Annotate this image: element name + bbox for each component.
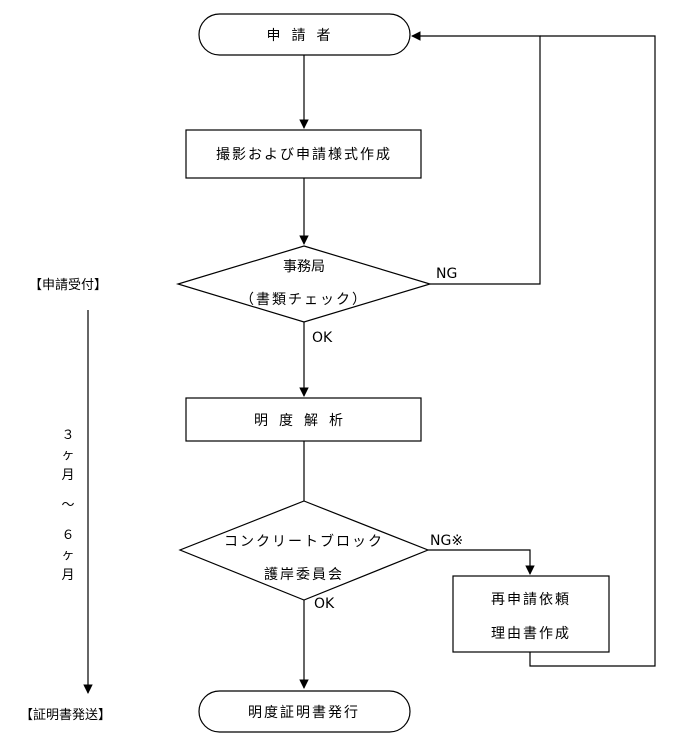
node-reapply-label-2: 理由書作成 <box>491 626 571 642</box>
timeline-end-label: 【証明書発送】 <box>20 708 111 723</box>
label-office-ok: OK <box>312 330 333 346</box>
edge-reapply-loop <box>529 35 656 667</box>
timeline-duration-char: ヶ <box>61 548 74 563</box>
node-photo <box>185 129 422 179</box>
timeline-duration-char: 月 <box>61 568 74 583</box>
node-applicant-label: 申請者 <box>267 28 342 44</box>
node-committee-label-1: コンクリートブロック <box>224 533 384 550</box>
timeline-duration-char: ６ <box>61 528 74 543</box>
label-committee-ng: NG※ <box>430 533 463 549</box>
timeline-start-label: 【申請受付】 <box>29 278 107 293</box>
label-committee-ok: OK <box>314 596 335 612</box>
edge-committee-ng <box>428 549 535 575</box>
node-certificate-label: 明度証明書発行 <box>248 705 360 721</box>
node-reapply <box>452 575 610 653</box>
timeline-duration-char: ３ <box>61 428 74 443</box>
node-analysis-label: 明度解析 <box>254 413 354 429</box>
timeline-duration-char: 月 <box>61 468 74 483</box>
node-photo-label: 撮影および申請様式作成 <box>216 146 392 163</box>
node-committee <box>178 500 430 601</box>
label-office-ng: NG <box>436 266 457 282</box>
node-analysis <box>185 397 422 442</box>
node-committee-label-2: 護岸委員会 <box>264 567 344 583</box>
node-office-label-2: （書類チェック） <box>240 292 368 308</box>
timeline-duration-char: ヶ <box>61 448 74 463</box>
node-reapply-label-1: 再申請依頼 <box>491 592 571 608</box>
node-applicant <box>198 13 411 56</box>
node-certificate <box>198 690 411 733</box>
timeline-duration-char: ～ <box>61 498 74 513</box>
timeline-duration: ３ ヶ 月 ～ ６ ヶ 月 <box>61 428 74 583</box>
edge-office-ng-loop <box>411 31 541 285</box>
node-office-label-1: 事務局 <box>283 259 325 275</box>
node-office <box>175 245 433 323</box>
